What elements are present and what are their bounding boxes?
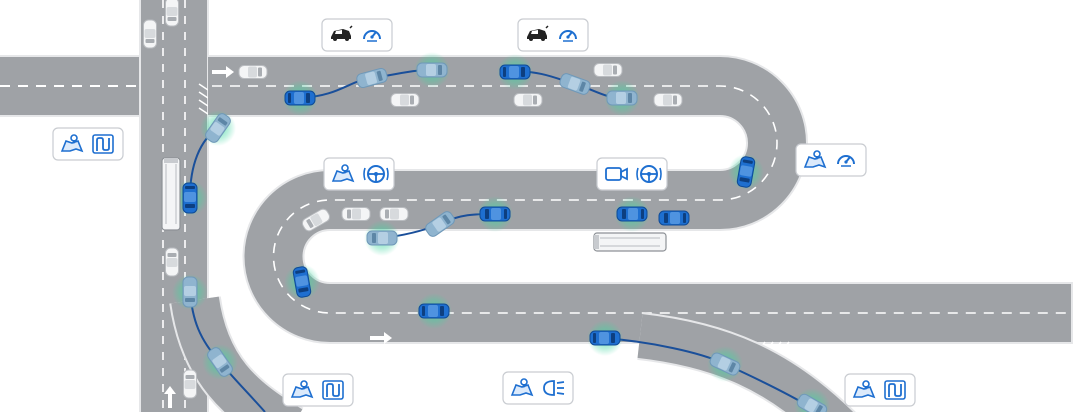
speedometer-icon — [559, 30, 577, 42]
ghost-car — [416, 62, 448, 78]
direction-arrows — [164, 66, 700, 408]
video-camera-icon — [605, 167, 628, 181]
ego-car — [499, 64, 531, 80]
badge-right — [795, 143, 867, 177]
map-icon — [852, 380, 876, 399]
ego-car — [182, 182, 198, 214]
arrow-right-upper — [212, 66, 234, 78]
parked-car — [143, 19, 157, 49]
bus-vertical — [161, 157, 181, 231]
arrow-up-vertical — [164, 386, 176, 408]
camera-car-icon — [331, 25, 353, 41]
badge-top-1 — [321, 18, 393, 52]
parked-car — [653, 93, 683, 107]
badge-bottom-2 — [502, 371, 574, 405]
map-icon — [331, 164, 355, 183]
badge-background — [52, 127, 124, 161]
badge-background — [321, 18, 393, 52]
badge-top-2 — [517, 18, 589, 52]
badge-background — [795, 143, 867, 177]
headlight-icon — [543, 380, 565, 396]
parked-car — [513, 93, 543, 107]
ghost-car — [366, 230, 398, 246]
badge-background — [282, 373, 354, 407]
speedometer-icon — [363, 30, 381, 42]
ego-car — [284, 90, 316, 106]
vehicles — [143, 0, 829, 412]
parked-car — [238, 65, 268, 79]
steering-wheel-icon — [363, 165, 389, 183]
map-icon — [290, 380, 314, 399]
parked-car — [593, 63, 623, 77]
badge-left — [52, 127, 124, 161]
ego-car — [589, 330, 621, 346]
lane-divider-serpentine — [212, 85, 1072, 314]
parked-car — [165, 247, 179, 277]
badge-center-1 — [323, 157, 395, 191]
map-icon — [60, 134, 84, 153]
parked-car — [165, 0, 179, 27]
lane-route-icon — [322, 380, 344, 400]
arrow-right-lower — [370, 332, 392, 344]
parked-car — [341, 207, 371, 221]
ghost-car — [606, 90, 638, 106]
ego-car — [418, 303, 450, 319]
bus-middle — [593, 232, 667, 252]
map-icon — [803, 150, 827, 169]
camera-car-icon — [527, 25, 549, 41]
badge-center-2 — [596, 157, 668, 191]
parked-car — [183, 369, 197, 399]
ghost-car — [182, 276, 198, 308]
parked-car — [390, 93, 420, 107]
map-icon — [510, 378, 534, 397]
badge-background — [844, 373, 916, 407]
lane-route-icon — [884, 380, 906, 400]
ego-car — [479, 206, 511, 222]
ego-car — [658, 210, 690, 226]
parked-car — [379, 207, 409, 221]
badge-background — [502, 371, 574, 405]
badge-bottom-1 — [282, 373, 354, 407]
steering-wheel-icon — [636, 165, 662, 183]
lane-route-icon — [92, 134, 114, 154]
ego-car — [616, 206, 648, 222]
badge-background — [517, 18, 589, 52]
feature-badges — [52, 18, 916, 407]
speedometer-icon — [837, 155, 855, 167]
badge-bottom-3 — [844, 373, 916, 407]
arrow-left-middle — [678, 236, 700, 248]
